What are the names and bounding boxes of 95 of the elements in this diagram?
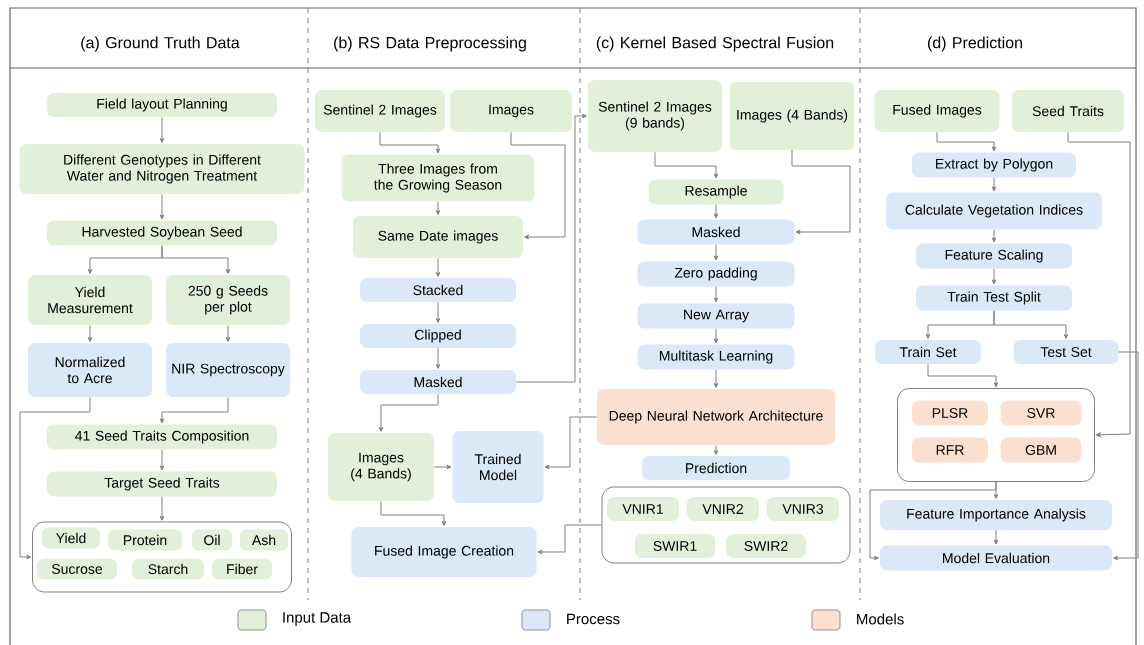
process-box: Extract by Polygon (912, 152, 1076, 178)
arrow (936, 131, 997, 152)
input-box: Resample (648, 179, 784, 205)
input-box: Fused Images (874, 90, 1000, 132)
arrow (159, 449, 165, 471)
model-box: Deep Neural Network Architecture (597, 389, 835, 445)
panel-heading: (b) RS Data Preprocessing (334, 36, 526, 52)
arrow (713, 286, 719, 303)
input-box: Field layout Planning (47, 93, 277, 117)
model-box: SVR (1000, 400, 1082, 426)
input-box: Images (450, 90, 572, 132)
input-box: Harvested Soybean Seed (47, 220, 277, 246)
arrow (993, 529, 999, 545)
legend-label: Models (857, 613, 904, 625)
process-box: Train Test Split (916, 285, 1072, 311)
input-box: Different Genotypes in Different Water and Nitrogen Treatment (19, 144, 305, 194)
process-box: Clipped (360, 324, 516, 348)
legend-label: Process (567, 613, 620, 625)
process-box: Model Evaluation (880, 545, 1112, 571)
input-box: Ash (240, 529, 288, 551)
arrow (537, 524, 602, 555)
process-box: Calculate Vegetation Indices (886, 192, 1102, 230)
arrow (435, 301, 441, 323)
input-box: Three Images from the Growing Season (341, 154, 535, 202)
arrow (1113, 351, 1139, 561)
arrow (435, 347, 441, 369)
panel-heading: (d) Prediction (928, 36, 1022, 52)
arrow (159, 396, 229, 424)
input-box: Yield (42, 527, 100, 549)
arrow (161, 245, 231, 274)
panel-heading: (a) Ground Truth Data (81, 36, 240, 52)
arrow (544, 416, 598, 470)
process-box: Masked (360, 370, 516, 394)
arrow (159, 496, 165, 521)
input-box: Oil (192, 529, 232, 551)
input-box: 250 g Seeds per plot (166, 275, 290, 325)
arrow (991, 177, 997, 192)
arrow (159, 193, 165, 220)
arrow (380, 500, 447, 526)
arrow (991, 229, 997, 243)
arrow (713, 204, 719, 219)
arrow (87, 324, 93, 342)
process-box: Prediction (642, 456, 790, 480)
input-box: Starch (132, 558, 204, 580)
process-box: Stacked (360, 278, 516, 302)
arrow (713, 244, 719, 261)
arrow (713, 369, 719, 388)
arrow (654, 151, 719, 179)
process-box: Feature Scaling (916, 243, 1072, 269)
process-box: New Array (637, 303, 795, 329)
process-box: Feature Importance Analysis (880, 500, 1112, 530)
arrow (791, 149, 851, 235)
arrow (869, 481, 997, 561)
input-box: Sucrose (37, 558, 117, 580)
arrow (713, 328, 719, 344)
arrow (19, 396, 91, 560)
input-box: Sentinel 2 Images (315, 90, 445, 132)
process-box: Trained Model (452, 431, 544, 503)
arrow (510, 131, 566, 240)
arrow (927, 363, 999, 388)
arrow (433, 464, 452, 470)
input-box: Seed Traits (1012, 90, 1124, 132)
process-box: Multitask Learning (637, 344, 795, 370)
process-box: Train Set (875, 340, 981, 364)
process-box: Masked (637, 219, 795, 245)
input-box: 41 Seed Traits Composition (47, 424, 277, 450)
input-box: Same Date images (353, 216, 523, 258)
input-box: Images (4 Bands) (729, 82, 855, 150)
process-box: Fused Image Creation (351, 527, 537, 577)
arrow (379, 131, 441, 154)
arrow (713, 444, 719, 455)
input-box: Images (4 Bands) (328, 433, 434, 501)
input-box: Target Seed Traits (47, 471, 277, 497)
arrow (159, 116, 165, 143)
model-box: RFR (912, 437, 988, 463)
arrow (435, 201, 441, 215)
arrow (515, 113, 587, 383)
process-box: Normalized to Acre (28, 343, 152, 397)
model-box: GBM (1000, 437, 1082, 463)
arrow (378, 393, 439, 432)
model-box: PLSR (912, 400, 988, 426)
process-box: Test Set (1013, 340, 1119, 364)
panel-heading: (c) Kernel Based Spectral Fusion (596, 36, 834, 52)
arrow (1067, 131, 1131, 438)
input-box: Yield Measurement (28, 275, 152, 325)
input-box: Protein (108, 529, 182, 551)
process-box: Zero padding (637, 261, 795, 287)
arrow (225, 324, 231, 342)
input-box: Fiber (212, 558, 272, 580)
input-box: Sentinel 2 Images (9 bands) (588, 80, 722, 152)
legend-label: Input Data (283, 612, 352, 626)
arrow (993, 310, 1069, 339)
process-box: NIR Spectroscopy (166, 343, 290, 397)
arrow (435, 257, 441, 277)
arrow (991, 268, 997, 285)
